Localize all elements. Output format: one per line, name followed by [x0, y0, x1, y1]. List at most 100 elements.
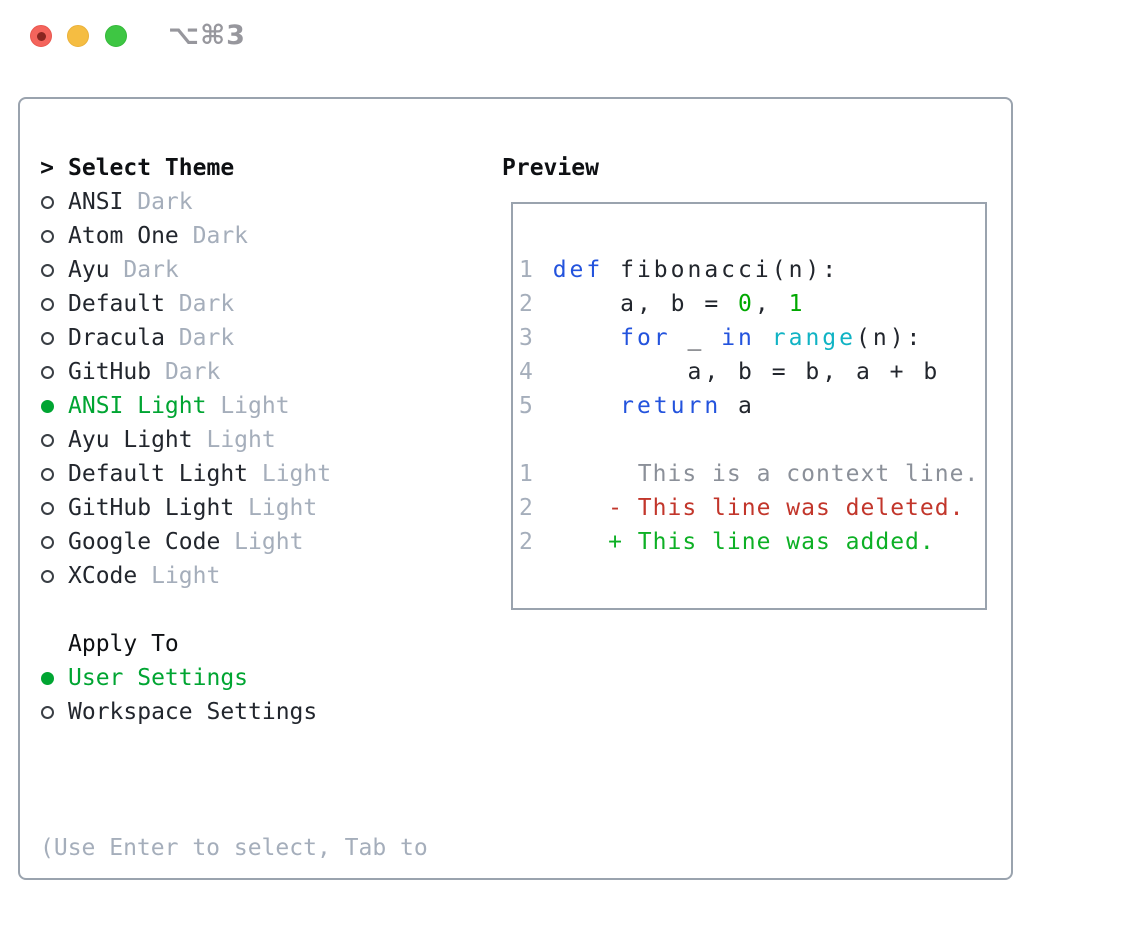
marker: [40, 355, 54, 389]
apply-option-label: User Settings: [68, 665, 249, 691]
line-number: 1: [519, 461, 549, 487]
code-line: 5 return a: [519, 389, 985, 423]
theme-name: Ayu: [68, 257, 110, 283]
theme-variant: Dark: [123, 189, 193, 215]
theme-variant: Light: [206, 393, 290, 419]
radio-icon: [40, 433, 54, 447]
theme-name: GitHub: [68, 359, 152, 385]
code-token: fibonacci(n):: [603, 257, 840, 283]
marker: [40, 423, 54, 457]
maximize-button[interactable]: [105, 25, 127, 47]
radio-icon: [40, 467, 54, 481]
marker: [40, 219, 54, 253]
marker: [40, 661, 54, 695]
code-token: ,: [754, 291, 789, 317]
theme-option-ayu-light[interactable]: Ayu Light Light: [40, 423, 428, 457]
code-token: range: [771, 325, 856, 351]
radio-selected-icon: [40, 399, 54, 413]
code-token: This is a context line.: [548, 461, 980, 487]
line-number: 2: [519, 495, 549, 521]
titlebar: ⌥⌘3: [0, 0, 1140, 70]
theme-option-github[interactable]: GitHub Dark: [40, 355, 428, 389]
theme-option-github-light[interactable]: GitHub Light Light: [40, 491, 428, 525]
apply-option-user-settings[interactable]: User Settings: [40, 661, 428, 695]
theme-name: ANSI: [68, 189, 124, 215]
code-token: a: [721, 393, 755, 419]
hint-line-1: (Use Enter to select, Tab to: [40, 835, 428, 861]
theme-option-ansi-light[interactable]: ANSI Light Light: [40, 389, 428, 423]
theme-name: XCode: [68, 563, 138, 589]
blank-line: [519, 423, 985, 457]
theme-option-xcode[interactable]: XCode Light: [40, 559, 428, 593]
radio-icon: [40, 501, 54, 515]
code-token: [553, 393, 620, 419]
theme-variant: Light: [248, 461, 332, 487]
marker: [40, 559, 54, 593]
code-line: 2 a, b = 0, 1: [519, 287, 985, 321]
code-token: (n):: [856, 325, 924, 351]
theme-variant: Light: [137, 563, 221, 589]
radio-icon: [40, 297, 54, 311]
line-number: 5: [519, 393, 553, 419]
theme-variant: Dark: [109, 257, 179, 283]
code-token: in: [721, 325, 755, 351]
theme-option-atom-one[interactable]: Atom One Dark: [40, 219, 428, 253]
theme-option-dracula[interactable]: Dracula Dark: [40, 321, 428, 355]
preview-title: Preview: [502, 155, 599, 181]
apply-option-workspace-settings[interactable]: Workspace Settings: [40, 695, 428, 729]
prompt-icon: >: [40, 155, 54, 181]
theme-variant: Light: [220, 529, 304, 555]
line-number: 2: [519, 529, 549, 555]
theme-list-header: > Select Theme: [40, 151, 428, 185]
theme-name: Google Code: [68, 529, 221, 555]
theme-name: Default: [68, 291, 165, 317]
theme-variant: Light: [192, 427, 276, 453]
diff-line: 1 This is a context line.: [519, 457, 985, 491]
code-token: for: [620, 325, 671, 351]
code-line: 4 a, b = b, a + b: [519, 355, 985, 389]
code-token: return: [620, 393, 722, 419]
theme-name: Atom One: [68, 223, 179, 249]
apply-option-label: Workspace Settings: [68, 699, 318, 725]
radio-icon: [40, 229, 54, 243]
radio-selected-icon: [40, 671, 54, 685]
spacer: [40, 729, 428, 763]
spacer: [40, 593, 428, 627]
theme-list-title: Select Theme: [68, 155, 235, 181]
marker: [40, 321, 54, 355]
code-token: 1: [788, 291, 806, 317]
code-token: a, b = b, a + b: [552, 359, 941, 385]
theme-option-default-light[interactable]: Default Light Light: [40, 457, 428, 491]
radio-icon: [40, 263, 54, 277]
marker: [40, 185, 54, 219]
radio-icon: [40, 705, 54, 719]
marker-blank: [40, 627, 54, 661]
theme-option-ansi[interactable]: ANSI Dark: [40, 185, 428, 219]
theme-option-ayu[interactable]: Ayu Dark: [40, 253, 428, 287]
theme-name: Dracula: [68, 325, 165, 351]
theme-variant: Dark: [164, 291, 235, 317]
theme-variant: Dark: [151, 359, 221, 385]
line-number: 1: [519, 257, 553, 283]
window-shortcut-label: ⌥⌘3: [168, 20, 246, 51]
code-token: + This line was added.: [548, 529, 935, 555]
marker: [40, 491, 54, 525]
marker: [40, 389, 54, 423]
theme-option-default[interactable]: Default Dark: [40, 287, 428, 321]
diff-line: 2 + This line was added.: [519, 525, 985, 559]
minimize-button[interactable]: [67, 25, 89, 47]
radio-icon: [40, 535, 54, 549]
apply-to-title: Apply To: [68, 631, 179, 657]
close-button[interactable]: [30, 25, 52, 47]
radio-icon: [40, 569, 54, 583]
code-line: 3 for _ in range(n):: [519, 321, 985, 355]
theme-name: Ayu Light: [68, 427, 193, 453]
marker: [40, 695, 54, 729]
theme-option-google-code[interactable]: Google Code Light: [40, 525, 428, 559]
code-token: a, b =: [552, 291, 739, 317]
